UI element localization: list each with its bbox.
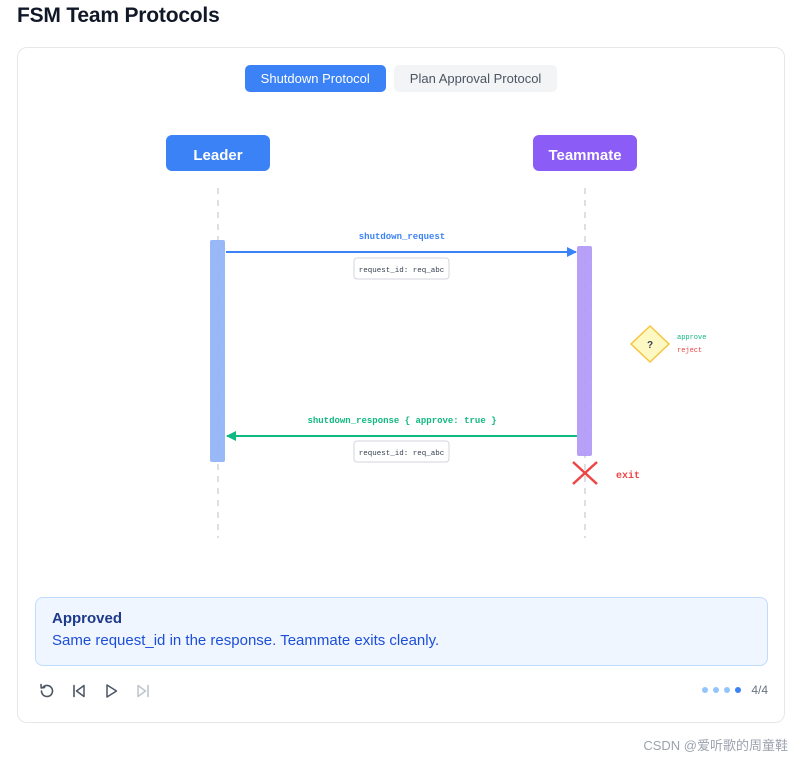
step-back-button[interactable] [70,682,88,700]
decision-approve-label: approve [677,334,706,342]
step-counter: 4/4 [751,683,768,697]
watermark: CSDN @爱听歌的周童鞋 [643,738,788,753]
decision-diamond: ? [629,324,671,364]
participant-teammate: Teammate [533,135,637,171]
progress-dot [724,687,731,693]
participant-teammate-label: Teammate [548,147,621,164]
response-message-label: shutdown_response { approve: true } [307,416,496,426]
status-panel: Approved Same request_id in the response… [35,597,768,666]
progress-dot-current [735,687,742,693]
request-message-label: shutdown_request [359,232,445,242]
decision-reject-label: reject [677,347,702,355]
response-id-text: request_id: req_abc [359,450,445,458]
exit-label: exit [616,470,640,482]
status-description: Same request_id in the response. Teammat… [52,632,440,649]
decision-symbol: ? [647,340,653,351]
exit-x-icon [572,461,598,485]
restart-icon [40,683,54,698]
page-title: FSM Team Protocols [17,4,220,27]
participant-leader-label: Leader [193,147,242,164]
request-id-text: request_id: req_abc [359,267,445,275]
step-forward-icon [137,684,149,698]
leader-activation-bar [210,240,225,462]
status-title: Approved [52,610,123,627]
tab-shutdown-protocol[interactable]: Shutdown Protocol [244,65,386,92]
request-id-badge: request_id: req_abc [353,257,450,280]
progress-dot [713,687,720,693]
step-forward-button[interactable] [134,682,152,700]
step-progress: 4/4 [702,683,768,697]
protocol-tabs: Shutdown Protocol Plan Approval Protocol [18,65,784,92]
protocol-card: Shutdown Protocol Plan Approval Protocol… [17,47,785,723]
sequence-diagram: Leader Teammate shutdown_request request… [166,135,706,538]
response-id-badge: request_id: req_abc [353,440,450,463]
restart-button[interactable] [38,682,56,700]
participant-leader: Leader [166,135,270,171]
step-back-icon [73,684,85,698]
play-icon [106,684,118,698]
progress-dot [702,687,709,693]
playback-controls [38,682,152,700]
tab-plan-approval-protocol[interactable]: Plan Approval Protocol [393,65,558,92]
play-button[interactable] [102,682,120,700]
teammate-activation-bar [577,246,592,456]
